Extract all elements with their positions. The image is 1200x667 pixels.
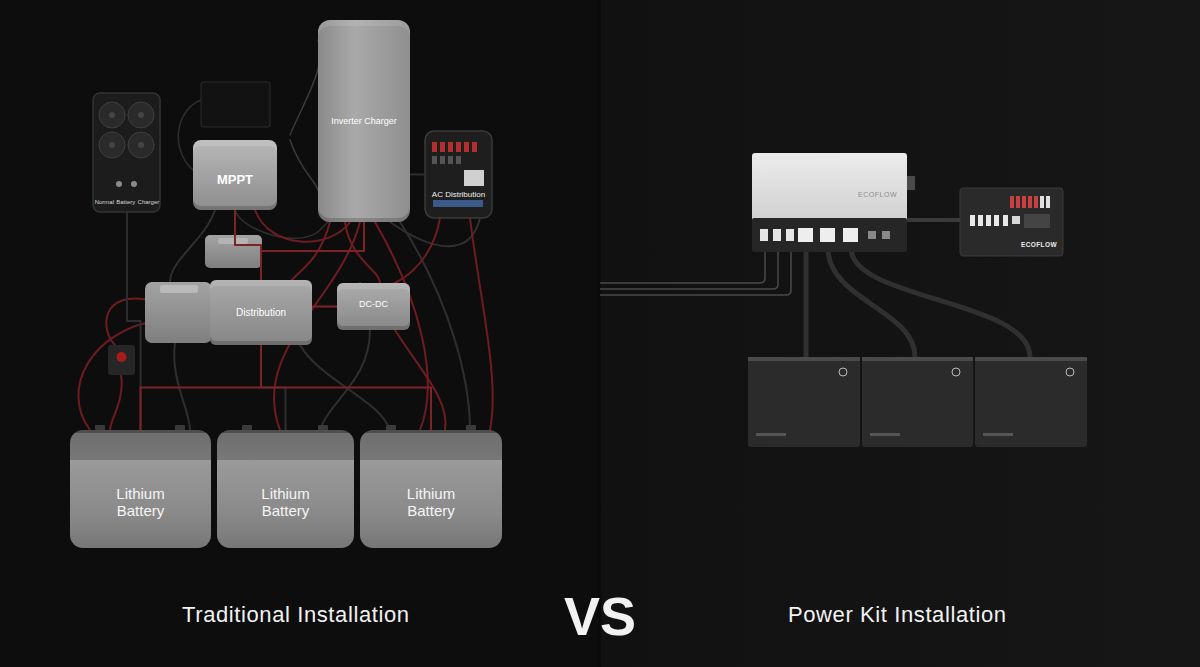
- wire-connector: [141, 345, 262, 430]
- battery-switch: [108, 345, 135, 375]
- node-text: Inverter Charger: [331, 116, 397, 126]
- distribution-panel: ECOFLOW: [960, 188, 1063, 256]
- distribution-box: Distribution: [210, 280, 312, 345]
- node-text: ECOFLOW: [858, 191, 897, 198]
- wire-connector: [261, 222, 364, 280]
- battery-box: Lithium Battery: [70, 430, 211, 548]
- wire-connector: [127, 212, 141, 430]
- right-panel: [600, 0, 1200, 667]
- ac-distribution-box: AC Distribution: [425, 131, 492, 218]
- wire-connector: [235, 210, 261, 280]
- wire-connector: [410, 174, 425, 176]
- divider: [598, 0, 601, 667]
- charger-body: [93, 93, 160, 212]
- node-text: Distribution: [236, 307, 286, 318]
- switch-knob: [117, 352, 127, 362]
- wire-tangle: [78, 40, 492, 430]
- power-hub: ECOFLOW: [752, 153, 907, 252]
- node-text: Normal: [95, 199, 114, 205]
- busbar: [145, 282, 212, 343]
- mppt-box: MPPT: [193, 140, 277, 210]
- node-text: DC-DC: [359, 299, 388, 309]
- ac-box-body: [425, 131, 492, 218]
- kit-batteries: [748, 357, 1087, 447]
- wire-connector: [907, 218, 960, 222]
- battery-box: Lithium Battery: [217, 430, 354, 548]
- display-unit: [201, 82, 270, 127]
- busbar-lid: [160, 285, 198, 293]
- versus-mark: VS: [564, 585, 636, 647]
- dcdc-box: DC-DC: [337, 283, 410, 330]
- node-text: Lithium Battery: [240, 485, 332, 520]
- panel-body: [960, 188, 1063, 256]
- node-text: AC Distribution: [432, 191, 485, 200]
- node-text: Lithium Battery: [385, 485, 477, 520]
- inverter-box: Inverter Charger: [318, 20, 410, 222]
- fuse-lid: [218, 238, 248, 244]
- section-caption: Power Kit Installation: [788, 602, 1007, 628]
- lead-cables: [600, 252, 791, 295]
- wire-connector: [312, 306, 337, 308]
- node-text: MPPT: [217, 172, 253, 187]
- node-text: Battery: [116, 199, 135, 205]
- section-caption: Traditional Installation: [182, 602, 410, 628]
- wire-connector: [261, 345, 431, 430]
- battery-box: Lithium Battery: [360, 430, 502, 548]
- node-text: Lithium Battery: [95, 485, 187, 520]
- node-text: ECOFLOW: [1021, 241, 1057, 248]
- charger-box: NormalBatteryCharger: [90, 93, 163, 212]
- battery-cables: [806, 248, 1030, 357]
- hub-body: [752, 153, 915, 252]
- fuse-block: [205, 235, 262, 268]
- node-text: Charger: [138, 199, 160, 205]
